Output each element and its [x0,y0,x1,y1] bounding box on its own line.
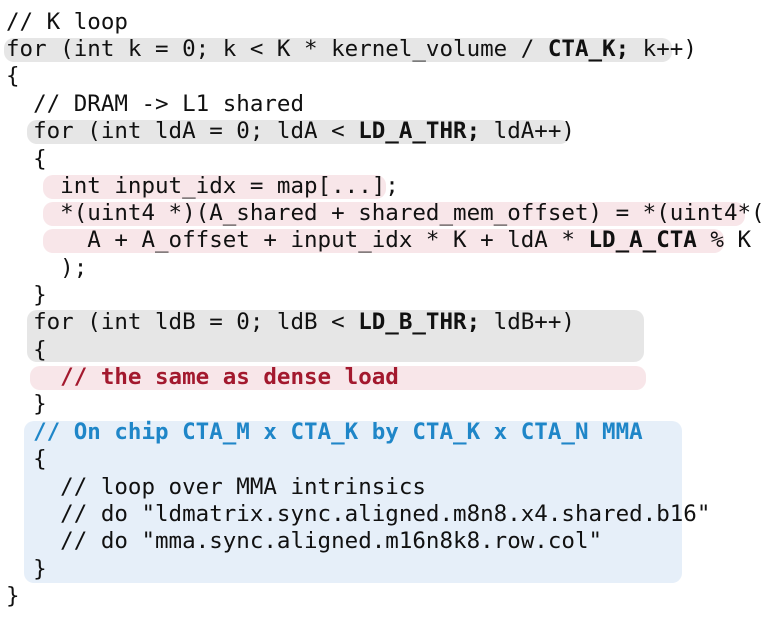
code-line-lda-close: } [6,282,47,308]
code-line-close-paren: ); [6,255,88,281]
ld-a-thr-keyword: LD_A_THR; [358,118,481,144]
offset-expr-tail: % K [696,227,752,253]
code-line-input-idx: int input_idx = map[...]; [6,173,399,199]
ld-b-thr-keyword: LD_B_THR; [358,309,481,335]
code-line-ldb-open: { [6,337,47,363]
cta-k-keyword: CTA_K; [547,36,630,62]
mma-block-highlight [24,421,682,583]
ldb-loop-tail: ldB++) [480,309,575,335]
code-line-k-loop-comment: // K loop [6,9,128,35]
code-line-ldmatrix-comment: // do "ldmatrix.sync.aligned.m8n8.x4.sha… [6,501,711,527]
code-line-mma-loop-comment: // loop over MMA intrinsics [6,474,426,500]
ld-a-cta-keyword: LD_A_CTA [588,227,697,253]
shared-store-highlight [43,202,745,226]
k-loop-head: for (int k = 0; k < K * kernel_volume / [6,36,548,62]
ldb-loop-highlight [27,310,644,362]
ldb-loop-head: for (int ldB = 0; ldB < [6,309,359,335]
code-line-dense-load-comment: // the same as dense load [6,364,399,390]
k-loop-tail: k++) [629,36,697,62]
dense-load-comment-highlight [30,366,646,390]
code-line-mma-open: { [6,446,47,472]
code-line-ldb-loop: for (int ldB = 0; ldB < LD_B_THR; ldB++) [6,309,575,336]
code-line-dram-comment: // DRAM -> L1 shared [6,91,305,117]
input-idx-highlight [43,175,386,199]
offset-expr-highlight [43,229,724,253]
code-line-close-brace: } [6,583,20,609]
k-loop-highlight [4,38,672,62]
offset-expr-head: A + A_offset + input_idx * K + ldA * [6,227,589,253]
code-line-mma-close: } [6,556,47,582]
lda-loop-highlight [27,120,570,144]
code-line-mma-sync-comment: // do "mma.sync.aligned.m16n8k8.row.col" [6,528,603,554]
code-line-mma-comment: // On chip CTA_M x CTA_K by CTA_K x CTA_… [6,419,643,445]
code-line-offset-expr: A + A_offset + input_idx * K + ldA * LD_… [6,227,751,254]
code-line-open-brace: { [6,63,20,89]
code-line-lda-loop: for (int ldA = 0; ldA < LD_A_THR; ldA++) [6,118,575,145]
lda-loop-tail: ldA++) [480,118,575,144]
code-line-lda-open: { [6,146,47,172]
code-line-k-loop: for (int k = 0; k < K * kernel_volume / … [6,36,697,63]
lda-loop-head: for (int ldA = 0; ldA < [6,118,359,144]
code-line-ldb-close: } [6,391,47,417]
code-line-shared-store: *(uint4 *)(A_shared + shared_mem_offset)… [6,200,765,226]
